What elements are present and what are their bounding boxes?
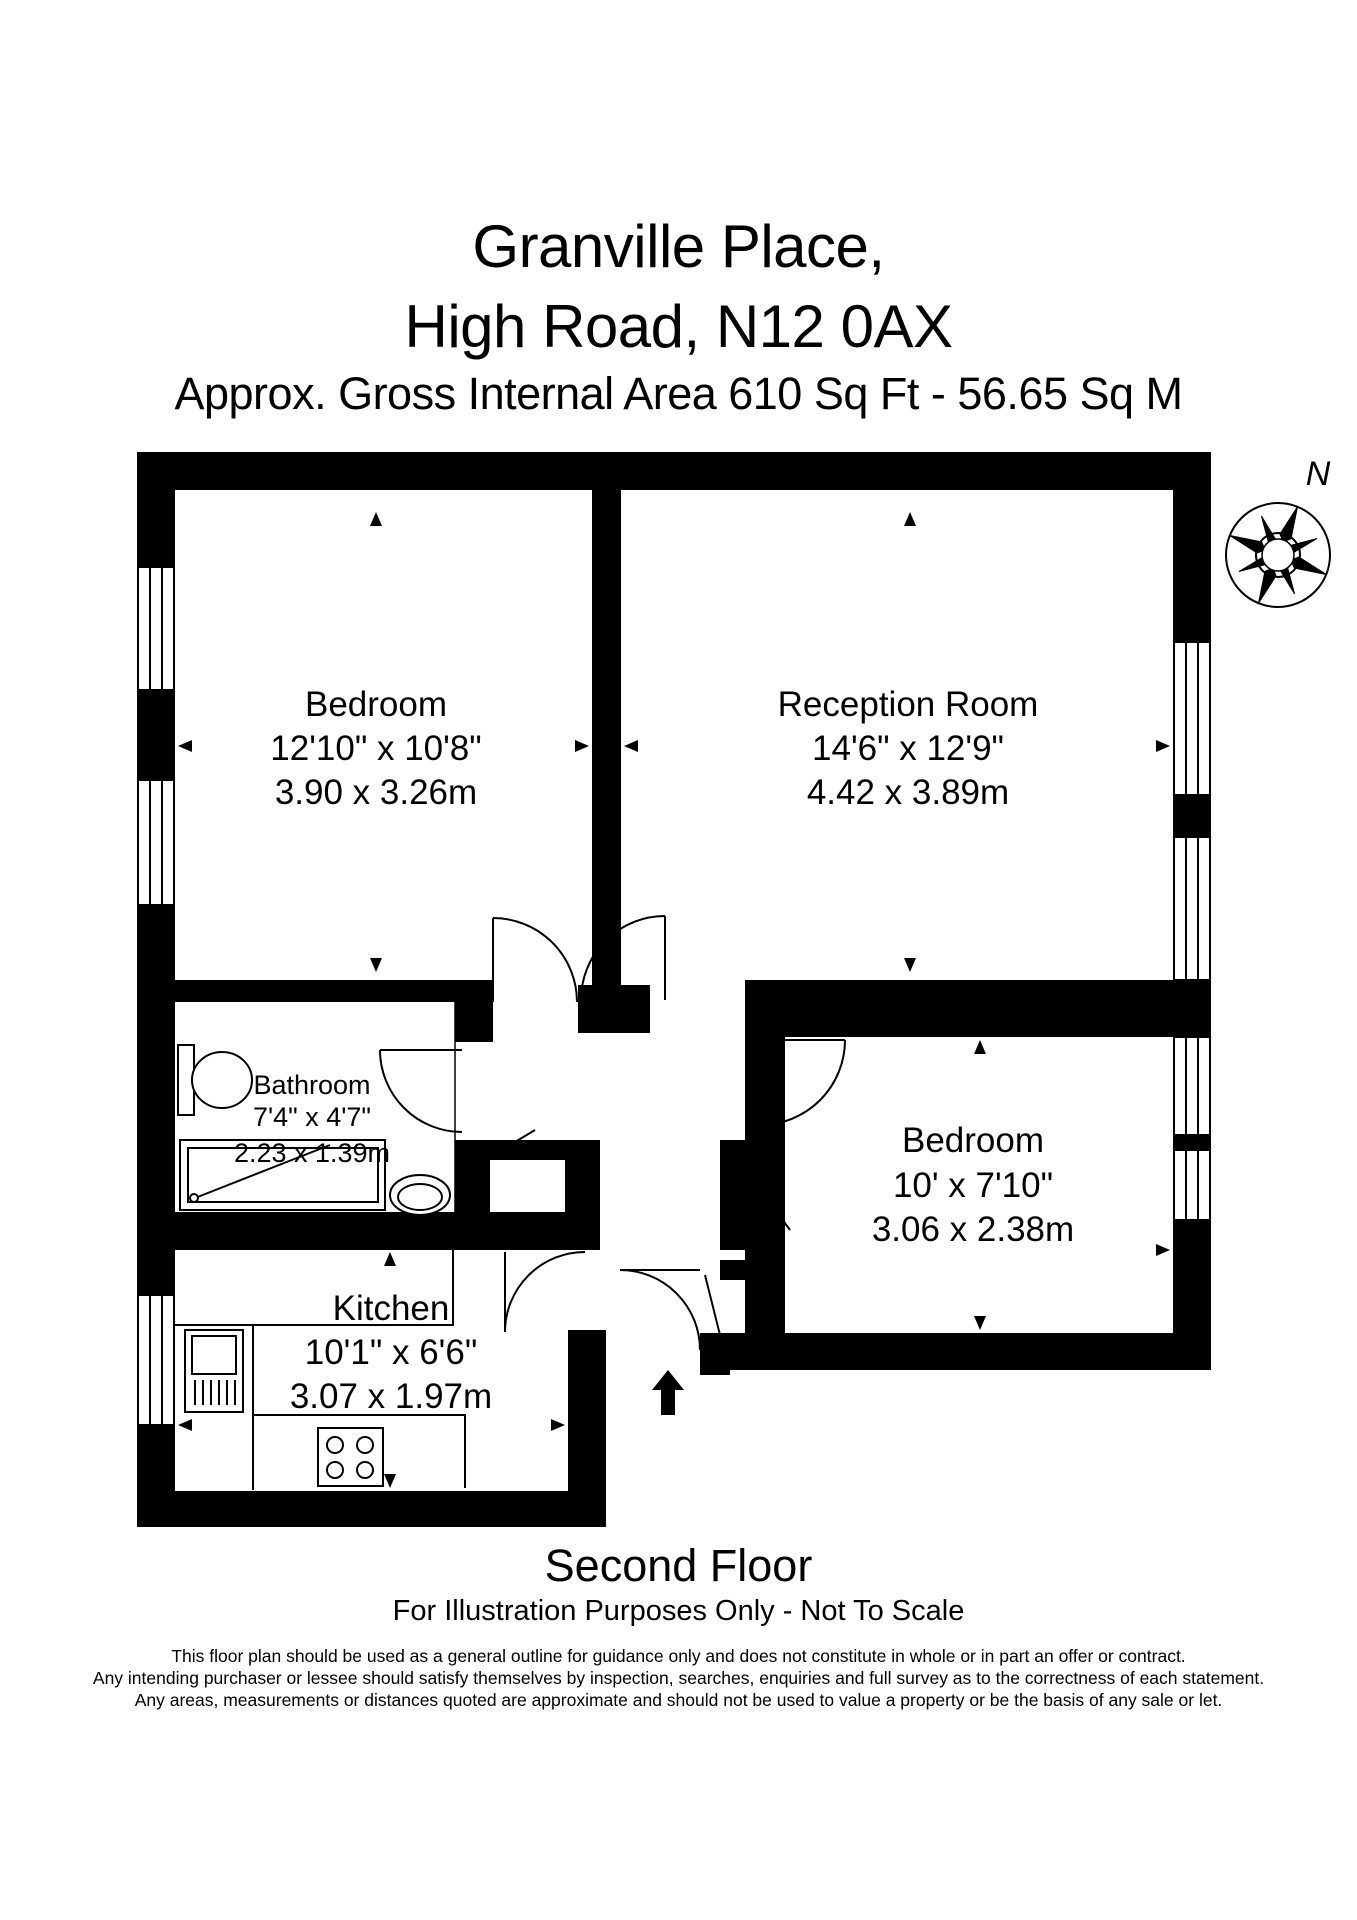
room-size-imperial: 10'1" x 6'6" [305,1333,478,1372]
room-name: Bedroom [305,685,447,724]
room-bedroom-2: Bedroom 10' x 7'10" 3.06 x 2.38m [872,1121,1074,1249]
room-name: Bedroom [902,1121,1044,1160]
entrance-arrow-icon [652,1370,684,1415]
windows [137,566,1211,1426]
room-size-metric: 3.07 x 1.97m [290,1377,492,1416]
scale-note: For Illustration Purposes Only - Not To … [392,1595,965,1627]
fixtures [175,1002,466,1490]
room-kitchen: Kitchen 10'1" x 6'6" 3.07 x 1.97m [290,1289,492,1416]
gross-internal-area: Approx. Gross Internal Area 610 Sq Ft - … [174,368,1183,419]
floor-name: Second Floor [544,1540,813,1591]
walls [137,452,1211,1527]
compass-icon [1225,502,1331,608]
room-size-metric: 2.23 x 1.39m [234,1138,390,1168]
room-size-metric: 4.42 x 3.89m [807,773,1009,812]
room-size-metric: 3.06 x 2.38m [872,1210,1074,1249]
room-bedroom-1: Bedroom 12'10" x 10'8" 3.90 x 3.26m [270,685,481,812]
property-name: Granville Place, [472,213,885,280]
room-size-imperial: 7'4" x 4'7" [253,1102,371,1132]
room-bathroom: Bathroom 7'4" x 4'7" 2.23 x 1.39m [234,1070,390,1168]
property-address: High Road, N12 0AX [404,293,954,360]
room-size-imperial: 14'6" x 12'9" [812,729,1004,768]
door-swings [379,915,846,1351]
room-size-metric: 3.90 x 3.26m [275,773,477,812]
compass-north-label: N [1306,455,1331,493]
room-size-imperial: 12'10" x 10'8" [270,729,481,768]
room-name: Kitchen [333,1289,450,1328]
room-size-imperial: 10' x 7'10" [893,1166,1053,1205]
disclaimer: This floor plan should be used as a gene… [0,1645,1357,1711]
room-name: Bathroom [253,1070,370,1100]
room-reception: Reception Room 14'6" x 12'9" 4.42 x 3.89… [778,685,1039,812]
disclaimer-line: Any areas, measurements or distances quo… [134,1690,1223,1710]
disclaimer-line: Any intending purchaser or lessee should… [92,1668,1265,1688]
dimension-arrows [178,512,1170,1488]
room-name: Reception Room [778,685,1039,724]
disclaimer-line: This floor plan should be used as a gene… [171,1646,1186,1666]
